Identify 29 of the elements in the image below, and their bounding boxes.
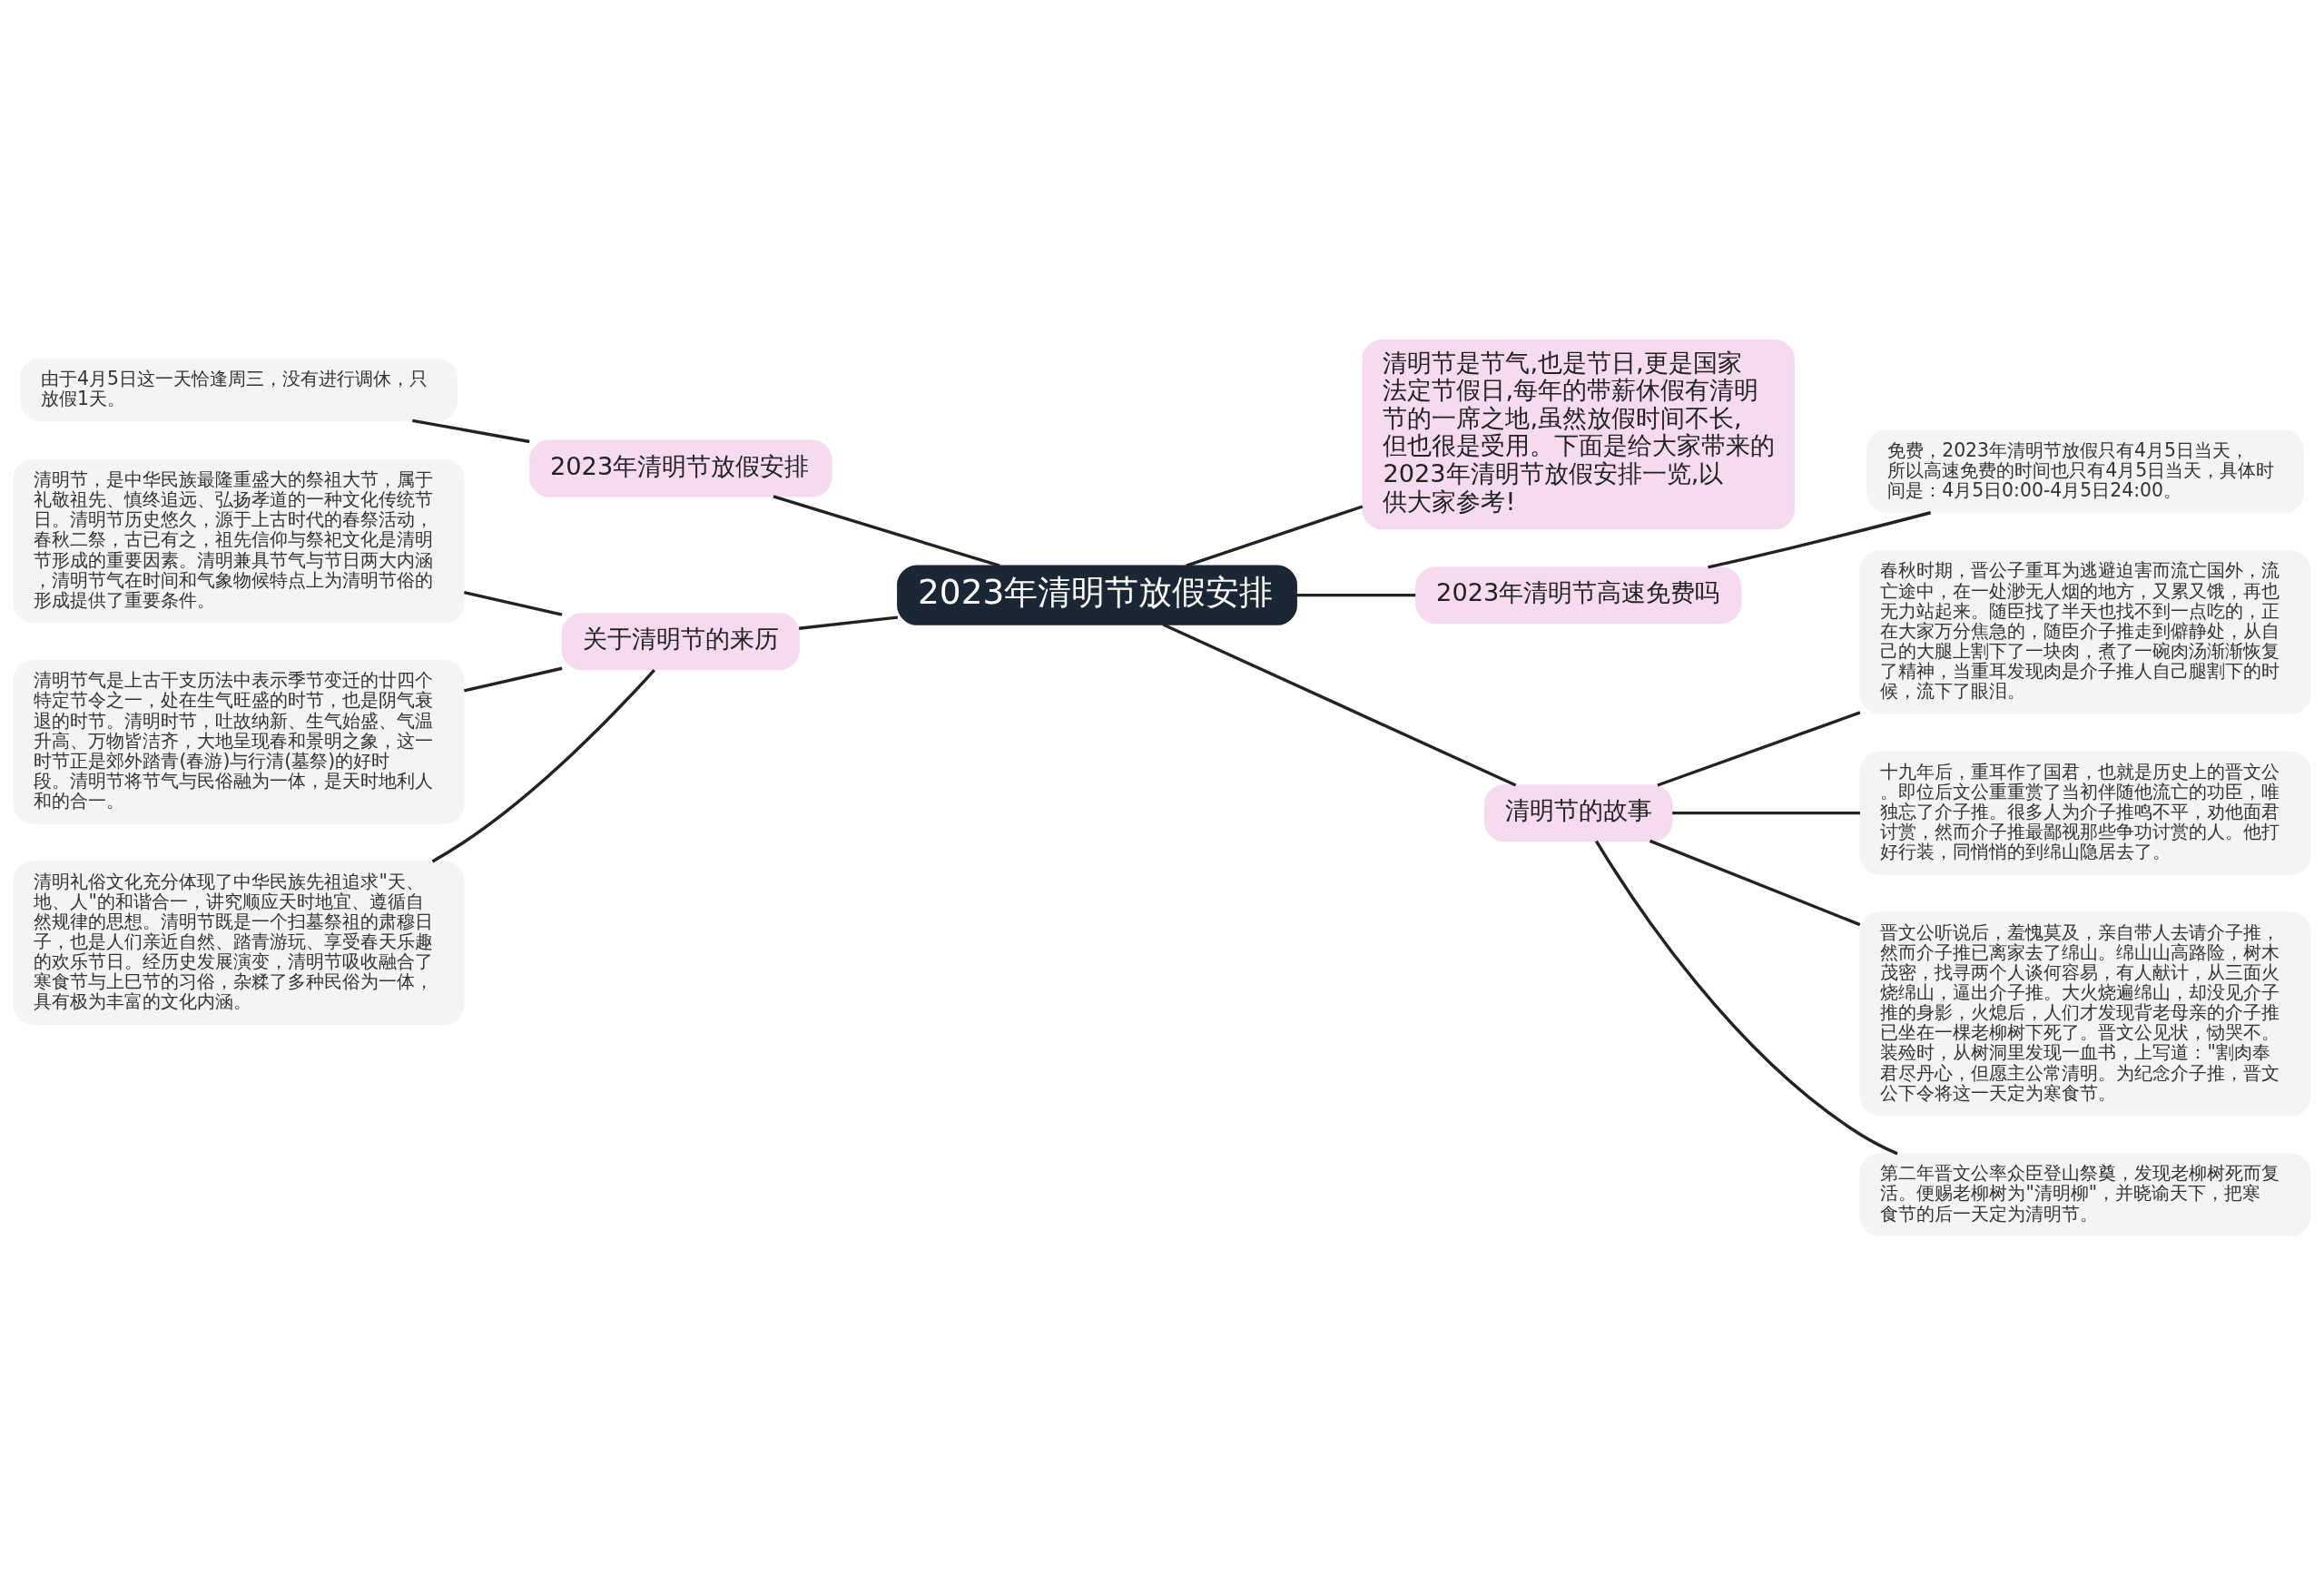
connector (463, 666, 563, 693)
node-box: 关于清明节的来历 (561, 612, 800, 670)
connector (773, 494, 1000, 567)
connector (1708, 510, 1932, 569)
node-box: 清明节是节气,也是节日,更是国家法定节假日,每年的带薪休假有清明节的一席之地,虽然放假时间不长,但也很是受用。下面是给大家带来的2023年清明节放假安排一览,以供大家参考! (1362, 339, 1795, 529)
node-box: 第二年晋文公率众臣登山祭奠，发现老柳树死而复活。便赐老柳树为"清明柳"，并晓谕天下，把寒食节的后一天定为清明节。 (1859, 1152, 2311, 1236)
node-box: 由于4月5日这一天恰逢周三，没有进行调休，只放假1天。 (20, 357, 458, 421)
connector (1672, 811, 1860, 814)
connector (1595, 840, 1898, 1155)
connector (431, 668, 656, 862)
connector (1657, 710, 1861, 787)
node-box: 清明节气是上古干支历法中表示季节变迁的廿四个特定节令之一，处在生气旺盛的时节，也是阴气衰退的时节。清明时节，吐故纳新、生气始盛、气温升高、万物皆洁齐，大地呈现春和景明之象，这一时节正是郊外踏青(春游)与行清(墓祭)的好时段。清明节将节气与民俗融为一体，是天时地利人和的合一。 (13, 659, 465, 824)
connector (463, 590, 563, 616)
node-box: 2023年清明节放假安排 (529, 439, 832, 497)
node-box: 2023年清明节放假安排 (897, 564, 1297, 625)
node-box: 十九年后，重耳作了国君，也就是历史上的晋文公。即位后文公重重赏了当初伴随他流亡的功臣，唯独忘了介子推。很多人为介子推鸣不平，劝他面君讨赏，然而介子推最鄙视那些争功讨赏的人。他打好行装，同悄悄的到绵山隐居去了。 (1859, 751, 2311, 875)
node-box: 清明节的故事 (1483, 783, 1673, 842)
node-box: 清明礼俗文化充分体现了中华民族先祖追求"天、地、人"的和谐合一，讲究顺应天时地宜、遵循自然规律的思想。清明节既是一个扫墓祭祖的肃穆日子，也是人们亲近自然、踏青游玩、享受春天乐趣的欢乐节日。经历史发展演变，清明节吸收融合了寒食节与上巳节的习俗，杂糅了多种民俗为一体，具有极为丰富的文化内涵。 (13, 860, 465, 1025)
node-box: 春秋时期，晋公子重耳为逃避迫害而流亡国外，流亡途中，在一处渺无人烟的地方，又累又饿，再也无力站起来。随臣找了半天也找不到一点吃的，正在大家万分焦急的，随臣介子推走到僻静处，从自己的大腿上割下了一块肉，煮了一碗肉汤渐渐恢复了精神，当重耳发现肉是介子推人自己腿割下的时候，流下了眼泪。 (1859, 549, 2311, 714)
connector (1162, 623, 1517, 786)
connector (1649, 839, 1861, 926)
node-box: 2023年清明节高速免费吗 (1415, 566, 1742, 624)
node-box: 清明节，是中华民族最隆重盛大的祭祖大节，属于礼敬祖先、慎终追远、弘扬孝道的一种文化传统节日。清明节历史悠久，源于上古时代的春祭活动，春秋二祭，古已有之，祖先信仰与祭祀文化是清明节形成的重要因素。清明兼具节气与节日两大内涵，清明节气在时间和气象物候特点上为清明节俗的形成提供了重要条件。 (13, 458, 465, 623)
connector (798, 615, 899, 630)
connector (1296, 593, 1416, 596)
node-box: 免费，2023年清明节放假只有4月5日当天，所以高速免费的时间也只有4月5日当天，具体时间是：4月5日0:00-4月5日24:00。 (1866, 429, 2304, 513)
node-box: 晋文公听说后，羞愧莫及，亲自带人去请介子推，然而介子推已离家去了绵山。绵山山高路险，树木茂密，找寻两个人谈何容易，有人献计，从三面火烧绵山，逼出介子推。大火烧遍绵山，却没见介子推的身影，火熄后，人们才发现背老母亲的介子推已坐在一棵老柳树下死了。晋文公见状，恸哭不。装殓时，从树洞里发现一血书，上写道："割肉奉君尽丹心，但愿主公常清明。为纪念介子推，晋文公下令将这一天定为寒食节。 (1859, 911, 2311, 1116)
connector (1186, 504, 1364, 567)
connector (412, 418, 530, 443)
